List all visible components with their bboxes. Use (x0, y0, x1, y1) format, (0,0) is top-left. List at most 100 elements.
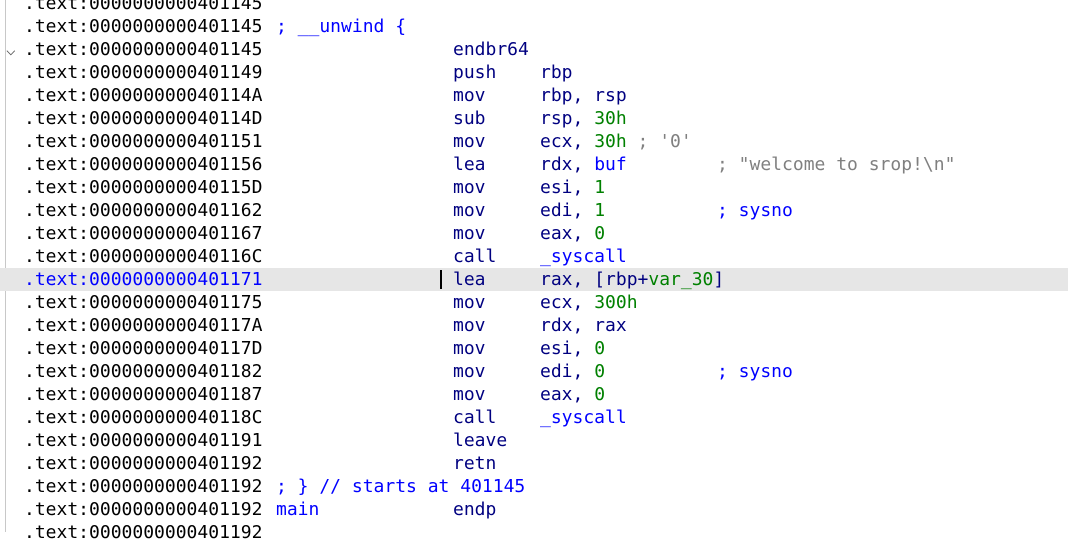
instruction-mnemonic[interactable]: endbr64 (453, 39, 529, 60)
instruction-mnemonic[interactable]: lea (453, 269, 486, 290)
line-label[interactable]: ; __unwind { (276, 16, 407, 37)
instruction-operands[interactable]: edi, 0 (540, 360, 605, 383)
listing-line[interactable]: .text:000000000040115D mov esi, 1 (0, 176, 1068, 199)
instruction-operands[interactable]: _syscall (540, 245, 627, 268)
line-address[interactable]: .text:0000000000401191 (24, 430, 263, 451)
instruction-mnemonic[interactable]: retn (453, 453, 497, 474)
line-address[interactable]: .text:0000000000401167 (24, 223, 263, 244)
listing-line[interactable]: .text:0000000000401175 mov ecx, 300h (0, 291, 1068, 314)
operand-token: rbp (540, 62, 573, 83)
listing-line[interactable]: .text:0000000000401192 retn (0, 452, 1068, 475)
listing-line[interactable]: .text:0000000000401192 ; } // starts at 4… (0, 475, 1068, 498)
operand-token: rbp, rsp (540, 85, 627, 106)
listing-line[interactable]: .text:000000000040114A mov rbp, rsp (0, 84, 1068, 107)
line-address[interactable]: .text:000000000040117A (24, 315, 263, 336)
line-address[interactable]: .text:000000000040116C (24, 246, 263, 267)
instruction-mnemonic[interactable]: mov (453, 338, 486, 359)
line-address[interactable]: .text:0000000000401149 (24, 62, 263, 83)
operand-token: eax, (540, 384, 595, 405)
listing-line[interactable]: .text:000000000040117D mov esi, 0 (0, 337, 1068, 360)
listing-line[interactable]: .text:000000000040118C call _syscall (0, 406, 1068, 429)
instruction-operands[interactable]: eax, 0 (540, 383, 605, 406)
line-address[interactable]: .text:0000000000401145 (24, 0, 263, 14)
instruction-mnemonic[interactable]: mov (453, 223, 486, 244)
instruction-operands[interactable]: esi, 0 (540, 337, 605, 360)
listing-line[interactable]: .text:0000000000401187 mov eax, 0 (0, 383, 1068, 406)
instruction-operands[interactable]: rax, [rbp+var_30] (540, 268, 724, 291)
operand-token: edi, (540, 361, 595, 382)
instruction-mnemonic[interactable]: lea (453, 154, 486, 175)
listing-line-selected[interactable]: .text:0000000000401171 lea rax, [rbp+var_3… (0, 268, 1068, 291)
line-address[interactable]: .text:0000000000401192 (24, 499, 263, 520)
line-address[interactable]: .text:0000000000401171 (24, 269, 263, 290)
listing-line[interactable]: .text:0000000000401192 main endp (0, 498, 1068, 521)
instruction-mnemonic[interactable]: push (453, 62, 497, 83)
listing-line[interactable]: .text:0000000000401167 mov eax, 0 (0, 222, 1068, 245)
instruction-operands[interactable]: rdx, rax (540, 314, 627, 337)
listing-line[interactable]: .text:0000000000401192 (0, 521, 1068, 544)
operand-token: 0 (594, 384, 606, 405)
instruction-mnemonic[interactable]: call (453, 407, 497, 428)
instruction-operands[interactable]: ecx, 30h ; '0' (540, 130, 692, 153)
instruction-mnemonic[interactable]: mov (453, 315, 486, 336)
line-address[interactable]: .text:000000000040114A (24, 85, 263, 106)
instruction-operands[interactable]: eax, 0 (540, 222, 605, 245)
line-label[interactable]: main (276, 499, 320, 520)
line-address[interactable]: .text:000000000040114D (24, 108, 263, 129)
listing-line[interactable]: .text:000000000040117A mov rdx, rax (0, 314, 1068, 337)
operand-token[interactable]: buf (594, 154, 627, 175)
instruction-operands[interactable]: rbp (540, 61, 573, 84)
line-address[interactable]: .text:000000000040117D (24, 338, 263, 359)
operand-token: ecx, (540, 292, 595, 313)
listing-line[interactable]: .text:000000000040116C call _syscall (0, 245, 1068, 268)
line-address[interactable]: .text:0000000000401162 (24, 200, 263, 221)
line-address[interactable]: .text:0000000000401182 (24, 361, 263, 382)
line-address[interactable]: .text:0000000000401187 (24, 384, 263, 405)
inline-comment: ; '0' (626, 131, 692, 152)
listing-line[interactable]: .text:0000000000401149 push rbp (0, 61, 1068, 84)
line-label[interactable]: ; } // starts at 401145 (276, 476, 526, 497)
operand-token[interactable]: _syscall (540, 407, 627, 428)
listing-line[interactable]: .text:0000000000401191 leave (0, 429, 1068, 452)
instruction-mnemonic[interactable]: leave (453, 430, 508, 451)
instruction-mnemonic[interactable]: mov (453, 177, 486, 198)
line-address[interactable]: .text:0000000000401192 (24, 453, 263, 474)
instruction-mnemonic[interactable]: mov (453, 131, 486, 152)
line-address[interactable]: .text:0000000000401151 (24, 131, 263, 152)
instruction-mnemonic[interactable]: mov (453, 200, 486, 221)
instruction-mnemonic[interactable]: mov (453, 361, 486, 382)
operand-token: rax, [rbp+ (540, 269, 649, 290)
instruction-mnemonic[interactable]: call (453, 246, 497, 267)
line-address[interactable]: .text:0000000000401192 (24, 522, 263, 543)
listing-line[interactable]: .text:0000000000401145 (0, 0, 1068, 15)
line-address[interactable]: .text:000000000040118C (24, 407, 263, 428)
line-address[interactable]: .text:0000000000401192 (24, 476, 263, 497)
instruction-mnemonic[interactable]: mov (453, 85, 486, 106)
instruction-operands[interactable]: rdx, buf (540, 153, 627, 176)
line-address[interactable]: .text:0000000000401156 (24, 154, 263, 175)
listing-line[interactable]: ⌵ .text:0000000000401145 endbr64 (0, 38, 1068, 61)
listing-line[interactable]: .text:000000000040114D sub rsp, 30h (0, 107, 1068, 130)
instruction-mnemonic[interactable]: sub (453, 108, 486, 129)
line-address[interactable]: .text:0000000000401145 (24, 16, 263, 37)
line-address[interactable]: .text:0000000000401145 (24, 39, 263, 60)
instruction-operands[interactable]: rbp, rsp (540, 84, 627, 107)
instruction-operands[interactable]: edi, 1 (540, 199, 605, 222)
chevron-down-icon[interactable]: ⌵ (6, 40, 16, 59)
instruction-operands[interactable]: ecx, 300h (540, 291, 638, 314)
line-address[interactable]: .text:000000000040115D (24, 177, 263, 198)
instruction-mnemonic[interactable]: mov (453, 292, 486, 313)
line-address[interactable]: .text:0000000000401175 (24, 292, 263, 313)
listing-line[interactable]: .text:0000000000401151 mov ecx, 30h ; '0' (0, 130, 1068, 153)
listing-line[interactable]: .text:0000000000401145 ; __unwind { (0, 15, 1068, 38)
instruction-operands[interactable]: rsp, 30h (540, 107, 627, 130)
operand-token[interactable]: _syscall (540, 246, 627, 267)
instruction-mnemonic[interactable]: endp (453, 499, 497, 520)
instruction-operands[interactable]: esi, 1 (540, 176, 605, 199)
instruction-mnemonic[interactable]: mov (453, 384, 486, 405)
instruction-operands[interactable]: _syscall (540, 406, 627, 429)
